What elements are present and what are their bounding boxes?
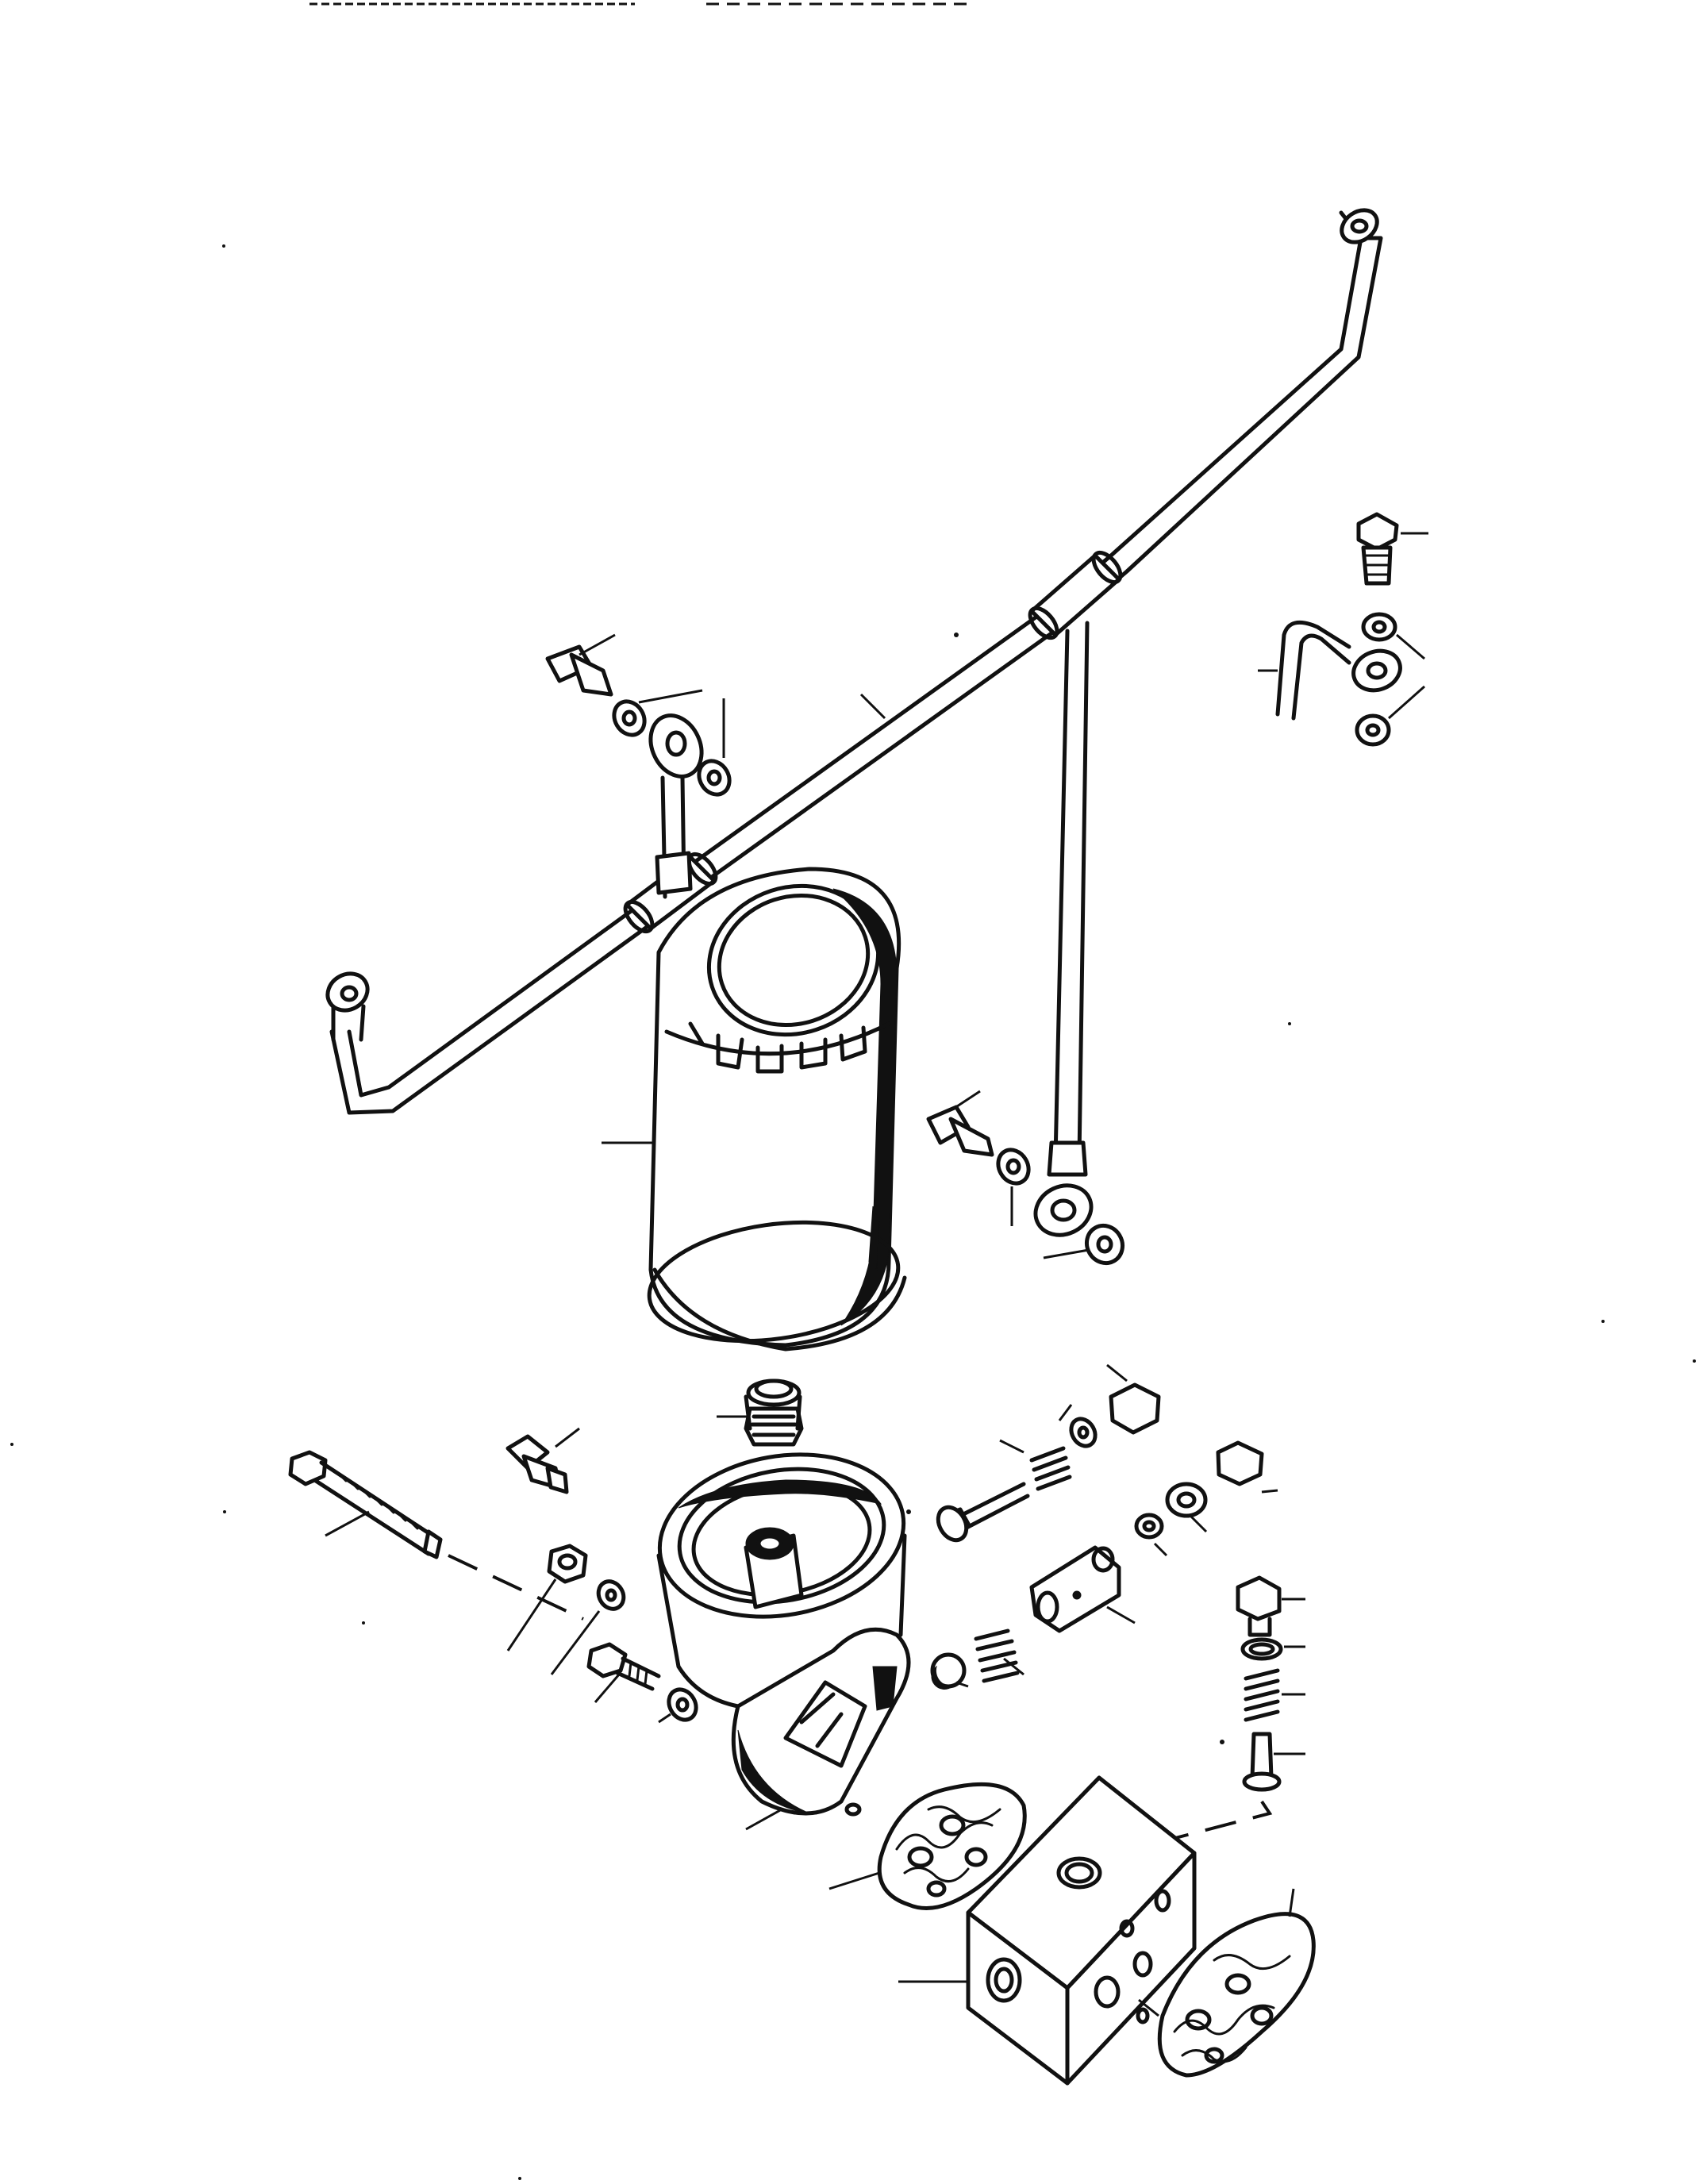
bolt-nut <box>506 1544 588 1651</box>
filter-head <box>656 1452 911 1831</box>
adapter-block <box>898 1775 1197 2086</box>
relief-valve-assembly <box>936 1363 1161 1543</box>
sealing-washers <box>550 1579 626 1675</box>
main-oil-pipe <box>325 208 1383 1115</box>
relief-spring <box>1244 1668 1305 1722</box>
bypass-valve-assembly <box>1029 1440 1278 1633</box>
branch-pipe-right <box>1033 621 1094 1237</box>
banjo-bolt-right <box>1356 512 1428 586</box>
washer-top-left-2 <box>697 698 732 797</box>
center-stud-adapter <box>717 1378 804 1447</box>
tee-fitting-right <box>1028 550 1123 640</box>
feed-pipe-elbow <box>1258 620 1402 721</box>
check-ball <box>930 1652 969 1690</box>
washer-short-bolt <box>658 1687 698 1724</box>
washer-right-2 <box>1355 685 1425 747</box>
gasket-upper <box>828 1782 1027 1910</box>
branch-pipe-left <box>648 713 704 899</box>
relief-washer <box>1240 1637 1305 1661</box>
short-bolt <box>586 1642 661 1703</box>
banjo-bolt-top-left <box>545 633 616 697</box>
scan-specks <box>10 244 1696 2180</box>
washer-center-2 <box>1043 1223 1125 1266</box>
long-through-bolt <box>288 1450 443 1559</box>
washer-right-1 <box>1361 612 1425 660</box>
pressure-switch <box>506 1427 580 1494</box>
relief-plunger <box>1242 1732 1305 1792</box>
banjo-bolt-center <box>926 1090 994 1157</box>
oil-filter-canister <box>602 867 907 1352</box>
washer-top-left-1 <box>612 689 703 737</box>
washer-center-1 <box>996 1148 1031 1226</box>
gasket-lower <box>1157 1888 1316 2078</box>
relief-plug <box>1236 1575 1305 1637</box>
bypass-spring <box>974 1628 1024 1683</box>
